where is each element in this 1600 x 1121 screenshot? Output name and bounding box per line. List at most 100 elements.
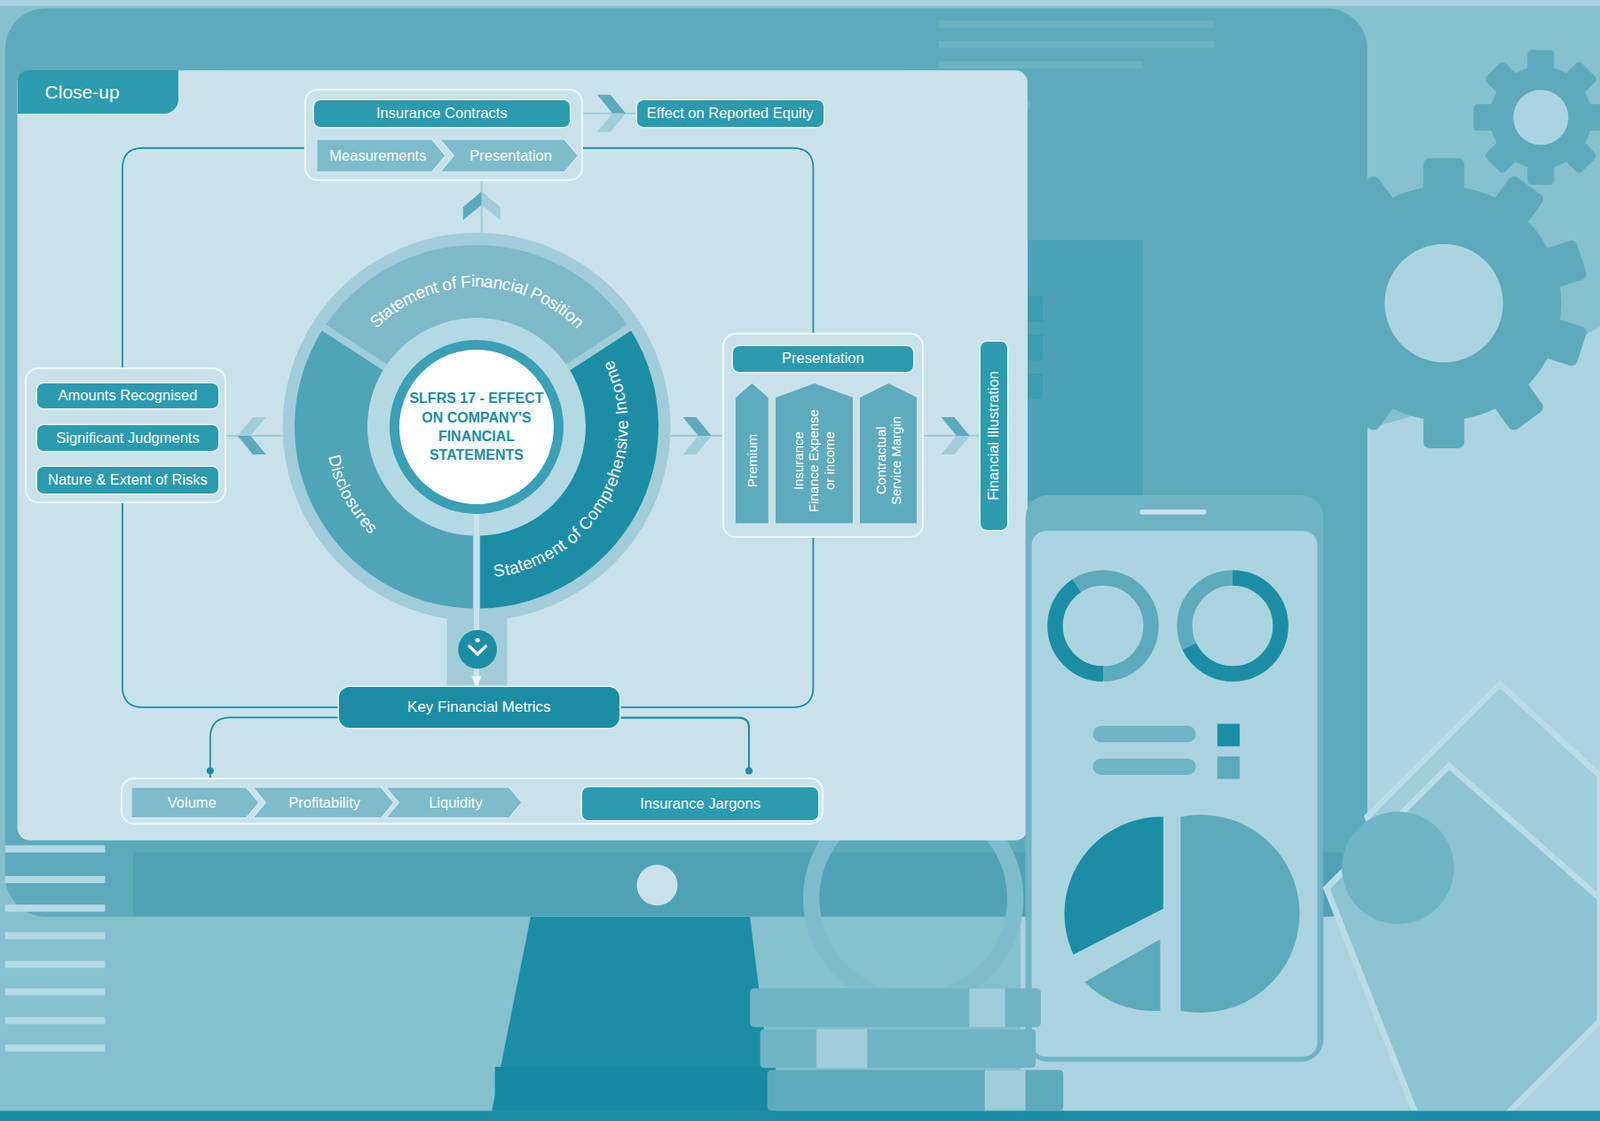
gear-icon xyxy=(1423,157,1465,199)
node-text: Amounts Recognised xyxy=(58,386,198,405)
group-box: MeasurementsPresentationInsurance Contra… xyxy=(304,88,584,181)
gear-icon xyxy=(1473,49,1600,185)
center-label: SLFRS 17 - EFFECT ON COMPANY'S FINANCIAL… xyxy=(405,388,548,464)
gear-icon xyxy=(1384,244,1503,363)
vertical-label: Premium xyxy=(744,433,760,488)
monitor xyxy=(1027,239,1143,500)
down-icon xyxy=(457,630,497,670)
arrow-connector xyxy=(226,434,295,437)
gear-icon xyxy=(1341,375,1399,433)
gear-icon xyxy=(1584,103,1600,131)
pill-box: Key Financial Metrics xyxy=(338,686,620,728)
panel xyxy=(17,70,1028,840)
phone xyxy=(1025,495,1325,1062)
arc-letter: i xyxy=(470,272,475,290)
chevron-step: Profitability xyxy=(252,787,395,818)
monitor xyxy=(5,987,106,995)
gear-icon xyxy=(1300,238,1352,291)
monitor-stand xyxy=(489,916,776,1121)
phone xyxy=(1217,756,1240,779)
chevron-step: Measurements xyxy=(316,139,446,173)
phone xyxy=(1064,816,1164,954)
phone xyxy=(1055,577,1151,674)
coins xyxy=(767,1069,1064,1111)
phone xyxy=(1184,577,1281,674)
chevron-shape xyxy=(316,139,446,173)
phone xyxy=(1025,495,1325,1062)
connector-line xyxy=(122,148,305,368)
arrow-column: Premium xyxy=(735,383,769,524)
phone xyxy=(1184,577,1281,674)
monitor xyxy=(938,61,1143,69)
monitor xyxy=(1027,334,1043,361)
gear-icon xyxy=(1300,157,1589,449)
connector-line xyxy=(122,503,339,708)
monitor xyxy=(938,20,1214,28)
backdrop xyxy=(0,0,1600,7)
node-text: Presentation xyxy=(469,147,552,166)
monitor xyxy=(1027,373,1043,400)
arc-letter: F xyxy=(459,272,472,291)
arc-letter xyxy=(613,414,631,420)
pill-box: Significant Judgments xyxy=(37,425,219,451)
arrow-connector xyxy=(658,434,723,437)
tab-box: Close-up xyxy=(17,70,180,113)
pill-box: Amounts Recognised xyxy=(37,383,219,409)
phone xyxy=(1093,725,1197,742)
phone xyxy=(1093,758,1197,775)
connector-line xyxy=(619,537,813,708)
arrow-column: Contractual Service Margin xyxy=(859,383,917,524)
coins xyxy=(985,1069,1026,1111)
arrow-connector xyxy=(583,112,638,115)
arc-letter: v xyxy=(613,428,631,438)
monitor xyxy=(5,904,106,912)
curved-label: Statement of Comprehensive Income xyxy=(476,327,659,609)
phone xyxy=(1139,509,1206,515)
group-box: Premium Insurance Finance Expense or inco… xyxy=(722,332,924,538)
wheel-backdrop xyxy=(283,232,671,689)
down-icon xyxy=(469,646,486,655)
vertical-label: Insurance Finance Expense or income xyxy=(790,407,837,514)
arc-letter: n xyxy=(474,272,485,290)
pill-box: Insurance Jargons xyxy=(582,787,819,820)
coins xyxy=(749,987,1064,1111)
ring-segment: Statement of Comprehensive Income xyxy=(476,327,659,609)
arc-letter: e xyxy=(613,419,631,430)
gear-icon xyxy=(1300,49,1600,449)
gear-icon xyxy=(1483,60,1521,97)
money-bills xyxy=(1326,765,1600,1121)
arrow-shape xyxy=(775,383,853,524)
tab-label: Close-up xyxy=(45,80,120,103)
chevron-shape xyxy=(131,787,260,818)
phone xyxy=(1180,814,1300,1013)
bottom-bar xyxy=(0,1110,1600,1121)
gear-icon xyxy=(1561,138,1599,175)
node-text: Effect on Reported Equity xyxy=(646,104,814,123)
pill-box: Effect on Reported Equity xyxy=(637,100,824,127)
arrow-column: Insurance Finance Expense or income xyxy=(775,383,853,524)
header-label: Presentation xyxy=(733,346,915,372)
arrow-connector xyxy=(923,434,981,437)
chevron-shape xyxy=(252,787,395,818)
down-icon xyxy=(475,638,481,643)
vertical-pill: Financial Illustration xyxy=(980,341,1008,530)
phone xyxy=(1055,577,1151,674)
monitor xyxy=(5,1044,106,1052)
monitor xyxy=(1027,296,1043,323)
phone xyxy=(1032,530,1318,1057)
segment-shape xyxy=(480,331,659,609)
coins xyxy=(760,1028,1036,1068)
monitor xyxy=(637,864,678,906)
money-bills xyxy=(1341,811,1454,924)
chevron-step: Liquidity xyxy=(386,787,522,818)
node-text: Significant Judgments xyxy=(55,429,199,448)
down-icon xyxy=(457,630,497,670)
monitor xyxy=(5,875,106,883)
monitor xyxy=(5,1016,106,1025)
monitor xyxy=(5,931,106,939)
vertical-label: Contractual Service Margin xyxy=(873,407,905,514)
